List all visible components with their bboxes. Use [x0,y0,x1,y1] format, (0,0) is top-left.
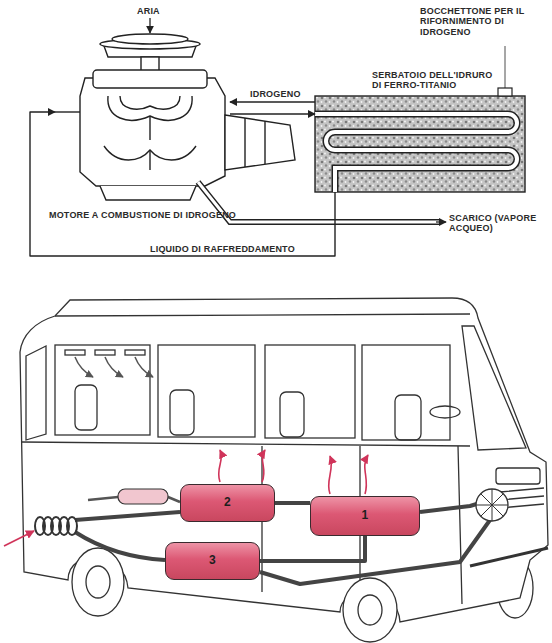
seat [75,385,97,430]
node-text: 3 [209,554,216,568]
gearbox-rib [245,118,265,167]
heater-coil [35,517,77,535]
fan-blade [476,489,508,521]
air-flow-arrows [75,357,153,377]
intake-pipe [149,116,150,140]
windshield [462,326,526,450]
storage-tank: 2 [180,484,275,522]
wheel-hub [86,566,110,598]
wheel [72,548,124,616]
seat [280,392,304,437]
steering-wheel [430,406,460,418]
throttle-body [141,57,159,71]
engine-fan [476,489,508,521]
belt-line [22,442,470,446]
heat-arrow [329,456,332,494]
pipe-network [75,500,490,584]
wheel [343,578,397,642]
side-window [265,345,355,438]
air-arrow [149,18,150,33]
hydride-tank: SERBATOIO DELL'IDRURO DI FERRO-TITANIO [315,70,525,192]
node-text: 1 [362,509,369,523]
air-filter-lid [112,34,188,44]
flow-pipe [230,113,315,114]
exhaust-arrow [436,221,446,222]
edge-label: IDROGENO [250,89,301,99]
exhaust-manifold [149,150,150,170]
roof-line [55,314,470,316]
muffler [118,489,168,504]
pipe [75,512,180,520]
part-label: SCARICO (VAPORE ACQUEO) [449,213,541,234]
headlight [496,468,540,484]
fuel-pipe [275,501,310,505]
flow-pipe [230,101,315,102]
engine-block [80,78,225,186]
leader-line [505,46,506,88]
seat [395,395,421,440]
heat-exchanger-coil [315,114,517,192]
air-flow-arrow [105,357,123,377]
roof-vent [95,350,115,355]
roof-vent [125,350,145,355]
node-text: 2 [224,496,231,510]
engine-drawing [80,34,295,200]
storage-tank: 1 [310,496,420,536]
engine-node: MOTORE A COMBUSTIONE DI IDROGENO [55,38,230,222]
storage-tank: 3 [165,542,260,580]
node-text: MOTORE A COMBUSTIONE DI IDROGENO [49,210,236,222]
hydride-tank-body [315,96,525,192]
intake-manifold [120,96,180,109]
flow-pipe [30,112,335,256]
van-drawing [20,298,548,642]
part-label: ARIA [137,6,177,16]
rear-window [26,346,46,440]
side-window [158,345,255,437]
oil-pan [100,186,196,200]
air-flow-arrow [135,357,153,377]
wheel-hub [358,595,382,625]
seat [170,390,194,435]
coolant-inlet [55,111,80,112]
coil-turn [67,517,77,535]
air-flow-arrow [75,357,93,377]
valve-cover [93,70,207,88]
air-intake-arrow [4,531,34,546]
part-label: BOCCHETTONE PER IL RIFORNIMENTO DI IDROG… [420,6,538,37]
roof-vent [65,350,85,355]
fuel-pipe [260,536,365,561]
heat-arrow [219,450,222,482]
heat-arrow [262,450,265,482]
heat-exchanger-coil [315,114,517,192]
heat-arrow [365,455,368,494]
edge-label: LIQUIDO DI RAFFREDDAMENTO [150,244,295,254]
filler-neck [498,88,512,96]
pipe [75,532,165,560]
gearbox [225,115,295,170]
bumper [470,548,548,566]
node-text: SERBATOIO DELL'IDRURO DI FERRO-TITANIO [315,70,525,96]
door-window [362,345,450,440]
van-body [20,298,548,622]
